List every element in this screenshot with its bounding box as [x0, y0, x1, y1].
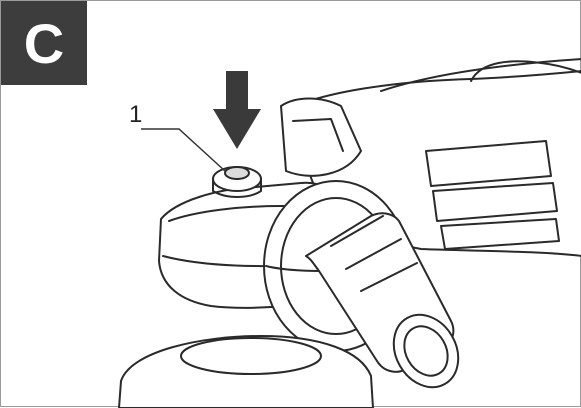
press-arrow — [213, 71, 261, 149]
switch-housing — [280, 97, 362, 177]
gear-head-top — [168, 205, 337, 222]
callout-number: 1 — [129, 101, 143, 128]
housing-rear-grip — [470, 60, 581, 82]
callout-leader-line — [141, 128, 226, 172]
housing-vents — [425, 140, 560, 250]
handle-end-cap — [392, 313, 460, 389]
grinding-disc — [118, 335, 374, 408]
panel-letter-badge: C — [1, 1, 87, 85]
